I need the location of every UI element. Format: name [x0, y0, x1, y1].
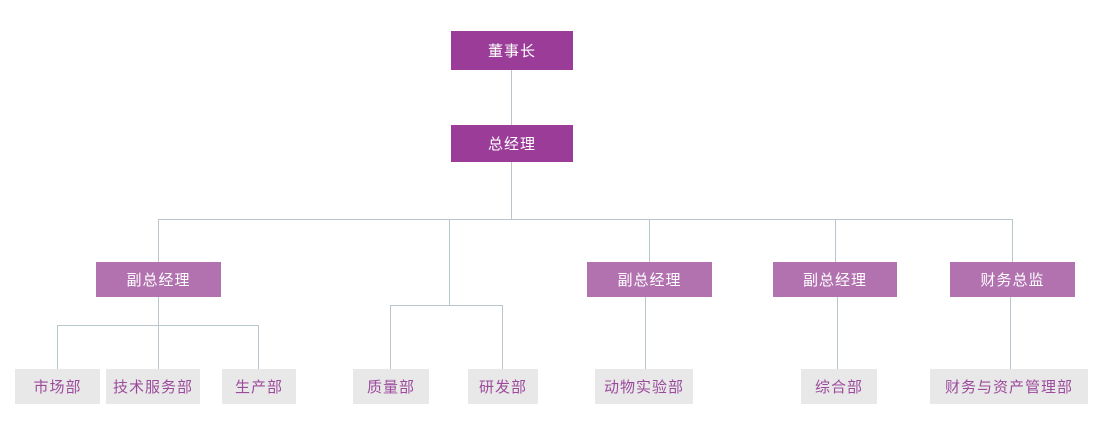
node-dept-rnd[interactable]: 研发部 [468, 369, 538, 404]
connector-drop-production [258, 325, 259, 369]
connector-drop-animal-lab [645, 297, 646, 369]
node-chairman[interactable]: 董事长 [451, 31, 573, 70]
connector-deputy1-rail [57, 325, 259, 326]
node-dept-technical-service[interactable]: 技术服务部 [106, 369, 200, 404]
node-deputy-gm-2[interactable]: 副总经理 [587, 262, 712, 297]
connector-main-rail [158, 219, 1012, 220]
connector-gm-trunk [511, 162, 512, 219]
node-deputy-gm-3[interactable]: 副总经理 [773, 262, 897, 297]
node-dept-production[interactable]: 生产部 [222, 369, 296, 404]
node-dept-general-affairs[interactable]: 综合部 [801, 369, 877, 404]
connector-drop-deputy-gm-2 [649, 219, 650, 262]
connector-drop-finance-asset [1010, 297, 1011, 369]
connector-deputy1-trunk [158, 297, 159, 369]
node-dept-quality[interactable]: 质量部 [353, 369, 429, 404]
connector-drop-general-dept [837, 297, 838, 369]
connector-drop-mid-group [449, 219, 450, 305]
connector-mid-rail [390, 305, 502, 306]
connector-drop-deputy-gm-3 [835, 219, 836, 262]
connector-chairman-gm [511, 70, 512, 125]
node-general-manager[interactable]: 总经理 [451, 125, 573, 162]
connector-drop-quality [390, 305, 391, 369]
connector-drop-rnd [502, 305, 503, 369]
connector-drop-marketing [57, 325, 58, 369]
node-dept-marketing[interactable]: 市场部 [15, 369, 100, 404]
node-dept-animal-lab[interactable]: 动物实验部 [595, 369, 693, 404]
connector-drop-finance-dir [1012, 219, 1013, 262]
node-dept-finance-asset-mgmt[interactable]: 财务与资产管理部 [930, 369, 1088, 404]
node-deputy-gm-1[interactable]: 副总经理 [96, 262, 221, 297]
node-finance-director[interactable]: 财务总监 [950, 262, 1075, 297]
connector-drop-deputy-gm-1 [158, 219, 159, 262]
